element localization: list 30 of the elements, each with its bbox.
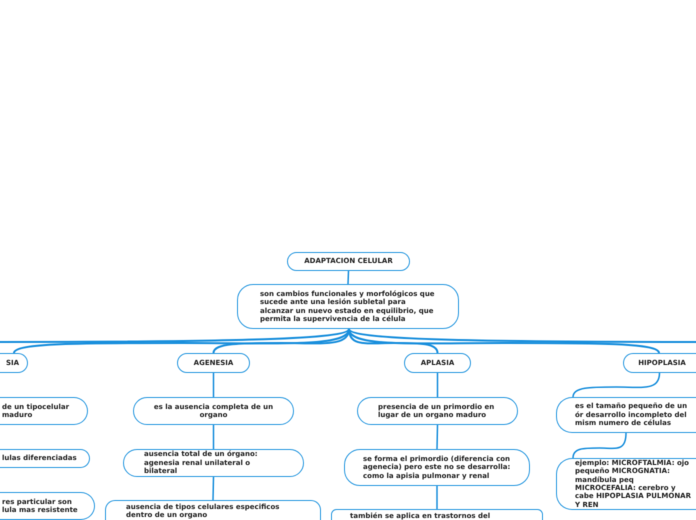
connector-line bbox=[436, 373, 438, 397]
rounded-box bbox=[105, 500, 321, 520]
rounded-box bbox=[623, 353, 696, 373]
connector-line bbox=[348, 328, 660, 354]
rounded-box bbox=[123, 449, 304, 477]
connector-line bbox=[212, 425, 214, 449]
rounded-box bbox=[404, 353, 471, 373]
connector-line bbox=[436, 424, 438, 450]
connector-line bbox=[436, 486, 438, 509]
rounded-box bbox=[237, 284, 459, 329]
connector-line bbox=[572, 432, 627, 458]
rounded-box bbox=[556, 397, 696, 433]
rounded-box bbox=[287, 252, 410, 271]
rounded-box bbox=[133, 397, 294, 425]
connector-line bbox=[0, 328, 350, 343]
rounded-box bbox=[344, 449, 530, 486]
connector-line bbox=[212, 476, 214, 500]
rounded-box bbox=[0, 397, 88, 425]
rounded-box bbox=[0, 449, 90, 468]
rounded-box bbox=[0, 353, 28, 373]
connector-line bbox=[572, 372, 660, 398]
connector-line bbox=[347, 270, 350, 284]
rounded-box bbox=[556, 458, 696, 510]
rounded-box bbox=[357, 397, 518, 425]
rounded-box bbox=[331, 509, 543, 520]
rounded-box bbox=[177, 353, 250, 373]
rounded-box bbox=[0, 492, 95, 520]
connector-line bbox=[212, 373, 214, 397]
connector-line bbox=[348, 328, 696, 343]
connector-line bbox=[212, 328, 350, 354]
